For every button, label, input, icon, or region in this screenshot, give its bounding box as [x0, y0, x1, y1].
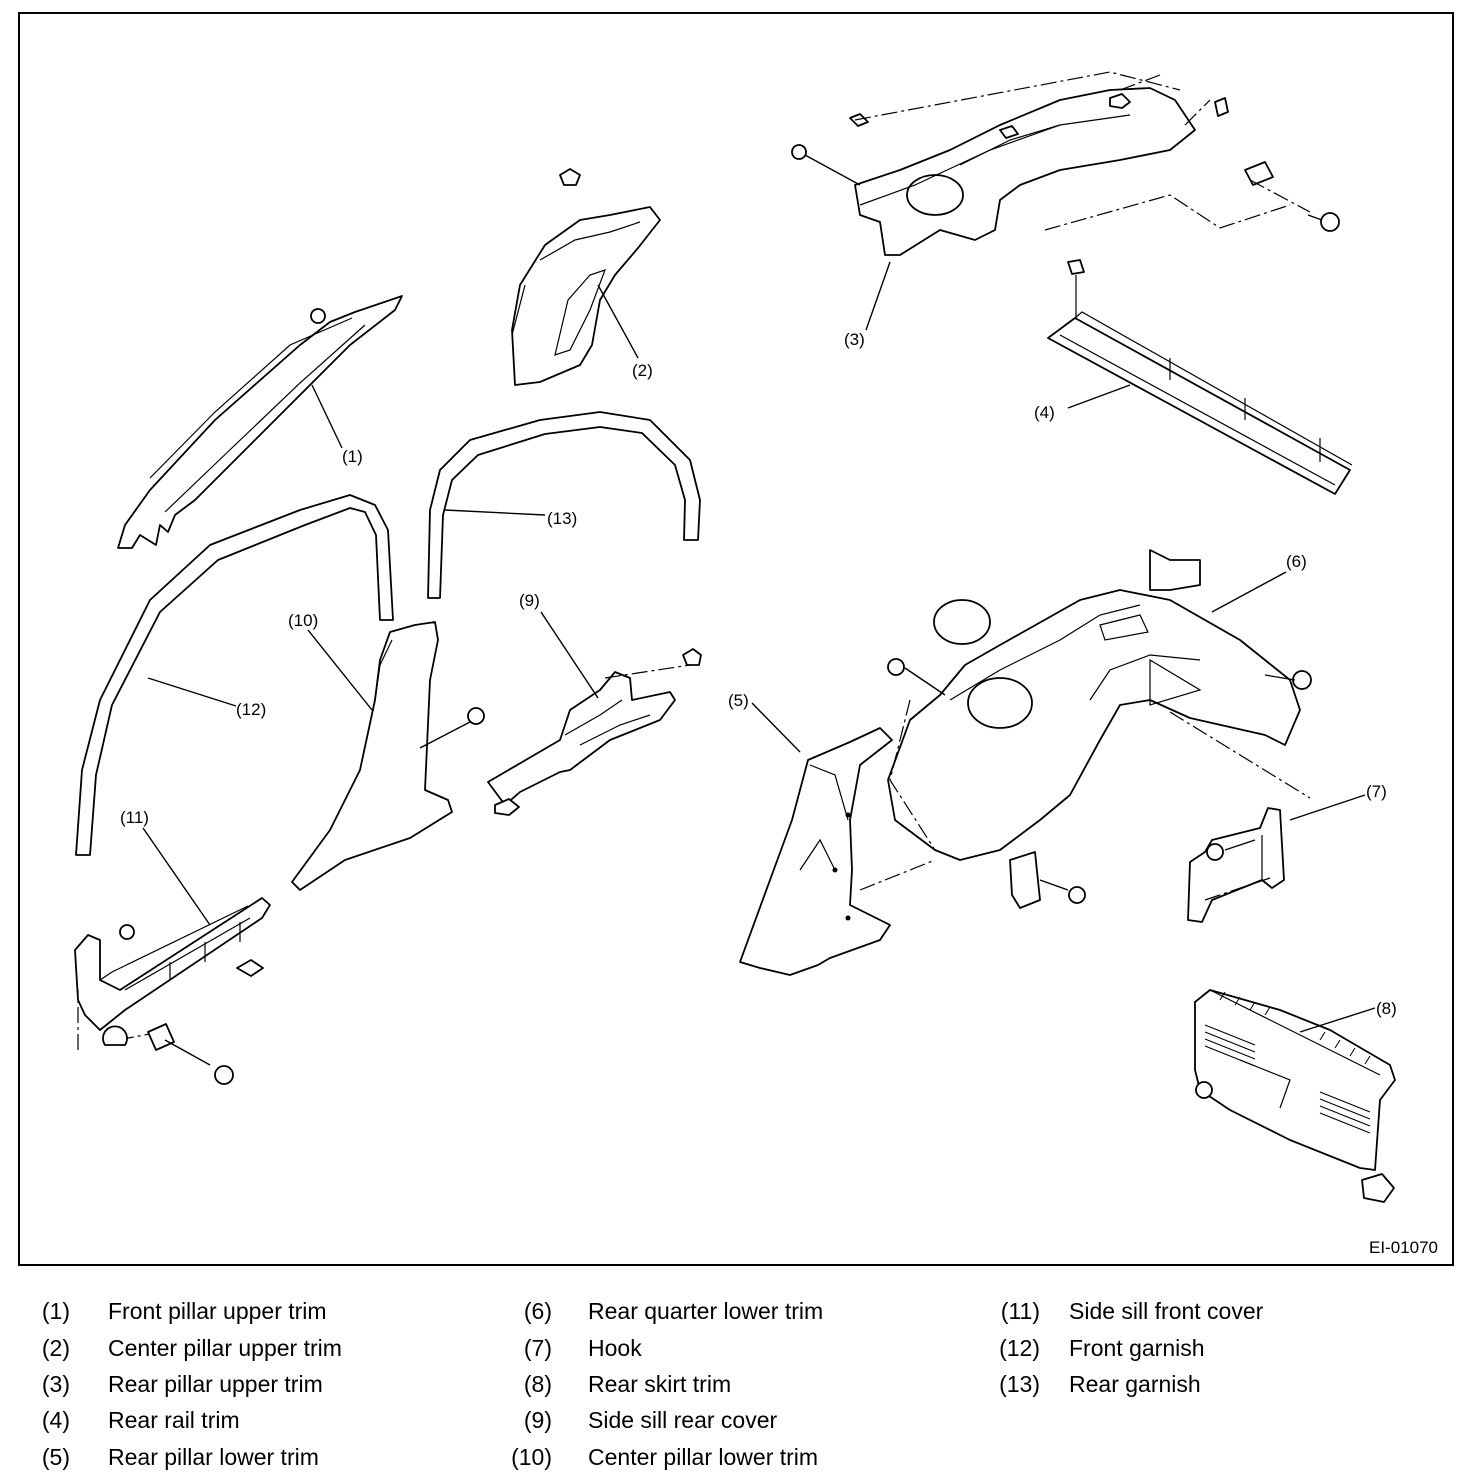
- rear-rail-trim: [1047, 259, 1353, 495]
- callout-1: (1): [342, 447, 363, 466]
- figure-id: EI-01070: [1369, 1238, 1438, 1257]
- callout-12: (12): [236, 700, 266, 719]
- callout-13: (13): [547, 509, 577, 528]
- legend-number: (12): [999, 1335, 1040, 1361]
- callout-6: (6): [1286, 552, 1307, 571]
- callout-labels: (1) (2) (3) (4) (5) (6) (7) (8) (9) (10)…: [120, 330, 1397, 1018]
- center-pillar-lower-trim: [291, 621, 485, 891]
- legend-number: (13): [999, 1371, 1040, 1397]
- legend-number: (3): [41, 1371, 70, 1397]
- side-sill-front-cover: [74, 897, 271, 1085]
- rear-skirt-trim: [1194, 989, 1396, 1203]
- parts-legend: (1) Front pillar upper trim (2) Center p…: [0, 1294, 1472, 1482]
- callout-5: (5): [728, 691, 749, 710]
- legend-label: Rear rail trim: [108, 1407, 240, 1433]
- legend-label: Rear quarter lower trim: [588, 1298, 824, 1324]
- legend-label: Side sill rear cover: [588, 1407, 778, 1433]
- front-pillar-upper-trim: [117, 295, 403, 549]
- legend-label: Front garnish: [1069, 1335, 1205, 1361]
- rear-garnish: [427, 411, 701, 599]
- legend-number: (8): [523, 1371, 552, 1397]
- rear-pillar-upper-trim: [791, 71, 1340, 256]
- rear-quarter-lower-trim: [887, 549, 1312, 909]
- callout-2: (2): [632, 361, 653, 380]
- hook: [1187, 807, 1285, 923]
- legend-number: (5): [41, 1444, 70, 1470]
- rear-pillar-lower-trim: [739, 727, 936, 976]
- legend-label: Rear pillar upper trim: [108, 1371, 323, 1397]
- legend-label: Rear pillar lower trim: [108, 1444, 319, 1470]
- legend-number: (1): [41, 1298, 70, 1324]
- legend-number: (9): [523, 1407, 552, 1433]
- front-garnish: [75, 494, 394, 856]
- callout-8: (8): [1376, 999, 1397, 1018]
- legend-label: Rear garnish: [1069, 1371, 1201, 1397]
- figure-frame: EI-01070: [18, 12, 1454, 1266]
- legend-label: Hook: [588, 1335, 642, 1361]
- side-sill-rear-cover: [487, 648, 702, 816]
- callout-9: (9): [519, 591, 540, 610]
- callout-4: (4): [1034, 403, 1055, 422]
- legend-number: (6): [523, 1298, 552, 1324]
- leader-lines: [142, 261, 1376, 1033]
- legend-number: (10): [511, 1444, 552, 1470]
- exploded-parts-diagram: (1) (2) (3) (4) (5) (6) (7) (8) (9) (10)…: [74, 71, 1397, 1203]
- callout-10: (10): [288, 611, 318, 630]
- legend-label: Center pillar upper trim: [108, 1335, 342, 1361]
- legend-label: Side sill front cover: [1069, 1298, 1264, 1324]
- callout-7: (7): [1366, 782, 1387, 801]
- center-pillar-upper-trim: [511, 168, 661, 386]
- legend-number: (2): [41, 1335, 70, 1361]
- legend-label: Center pillar lower trim: [588, 1444, 819, 1470]
- callout-11: (11): [120, 808, 149, 827]
- legend-number: (11): [1000, 1298, 1040, 1324]
- callout-3: (3): [844, 330, 865, 349]
- legend-label: Front pillar upper trim: [108, 1298, 327, 1324]
- legend-number: (7): [523, 1335, 552, 1361]
- legend-label: Rear skirt trim: [588, 1371, 732, 1397]
- legend-number: (4): [41, 1407, 70, 1433]
